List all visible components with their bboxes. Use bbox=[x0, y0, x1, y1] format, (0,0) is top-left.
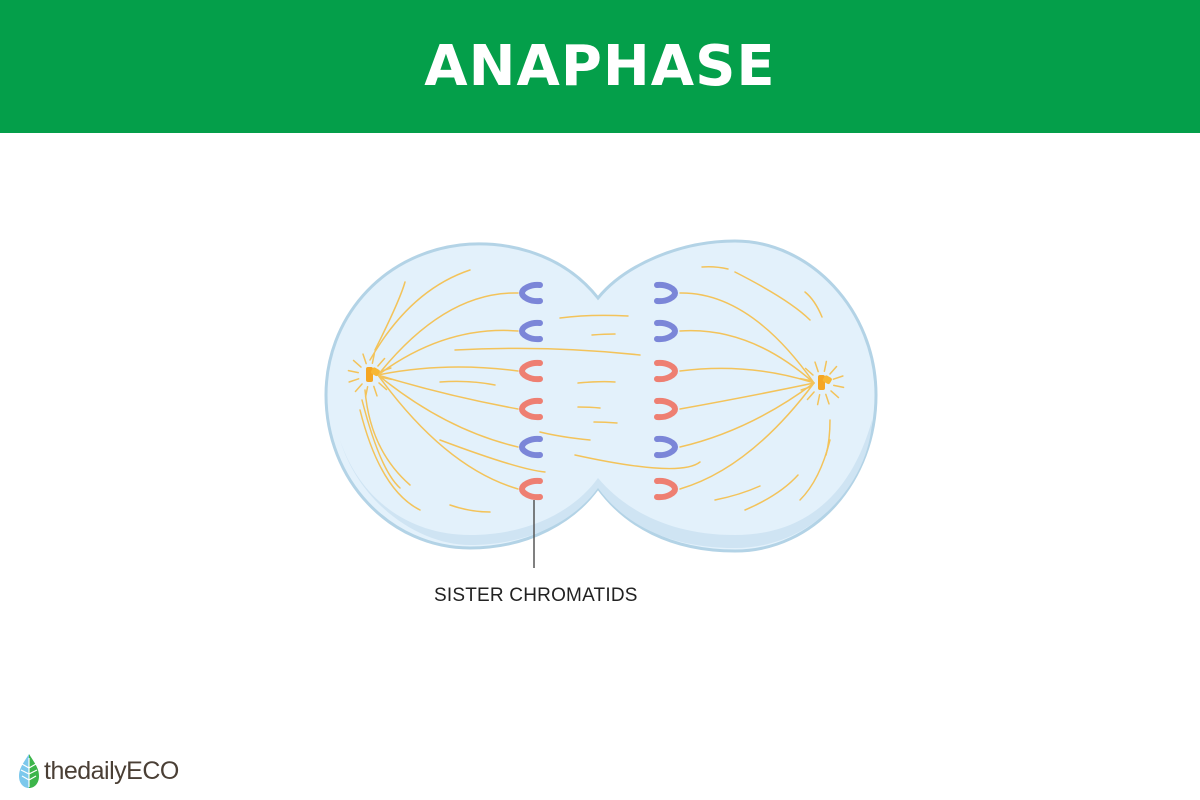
aster-ray bbox=[829, 365, 838, 375]
aster-ray bbox=[833, 384, 845, 389]
aster-ray bbox=[832, 375, 844, 380]
spindle-fiber bbox=[591, 333, 616, 336]
aster-ray bbox=[362, 353, 367, 365]
page-title: ANAPHASE bbox=[424, 34, 776, 99]
spindle-fiber bbox=[734, 271, 811, 321]
chromatid-blue bbox=[654, 281, 679, 305]
cell-membrane bbox=[324, 239, 878, 553]
spindle-fiber bbox=[679, 329, 815, 384]
chromatid-red bbox=[518, 397, 543, 421]
aster-ray bbox=[381, 376, 393, 381]
spindle-fiber bbox=[377, 374, 519, 410]
chromatid-blue bbox=[518, 281, 543, 305]
spindle-fiber bbox=[679, 367, 815, 384]
aster-ray bbox=[804, 367, 814, 376]
spindle-fiber bbox=[577, 380, 616, 384]
spindle-fiber bbox=[377, 292, 519, 376]
aster-ray bbox=[830, 390, 840, 399]
chromatid-red bbox=[518, 359, 543, 383]
aster-ray bbox=[371, 352, 376, 364]
aster-ray bbox=[814, 361, 819, 373]
chromatid-blue bbox=[654, 319, 679, 343]
aster-ray bbox=[816, 394, 821, 406]
aster-ray bbox=[825, 393, 830, 405]
spindle-fiber bbox=[679, 382, 815, 448]
chromatid-red bbox=[654, 397, 679, 421]
aster-ray bbox=[377, 357, 386, 367]
spindle-fiber bbox=[374, 281, 406, 351]
chromatid-blue bbox=[654, 435, 679, 459]
spindle-fiber bbox=[574, 454, 701, 470]
spindle-fiber bbox=[377, 374, 519, 490]
spindle-fiber bbox=[454, 347, 641, 356]
leaf-drop-icon bbox=[19, 754, 39, 788]
chromatid-blue bbox=[518, 435, 543, 459]
title-banner: ANAPHASE bbox=[0, 0, 1200, 133]
spindle-fibers bbox=[347, 266, 845, 513]
spindle-fiber bbox=[593, 421, 618, 424]
spindle-fiber bbox=[377, 374, 519, 448]
chromatids bbox=[518, 281, 679, 501]
centrosome-icon bbox=[366, 367, 380, 382]
aster-ray bbox=[806, 391, 815, 401]
brand-name: thedailyECO bbox=[44, 756, 179, 785]
spindle-fiber bbox=[679, 382, 815, 410]
spindle-fiber bbox=[361, 399, 401, 489]
spindle-fiber bbox=[364, 389, 411, 486]
brand-logo[interactable]: thedailyECO bbox=[18, 754, 179, 788]
aster-ray bbox=[800, 386, 812, 391]
spindle-fiber bbox=[559, 314, 629, 319]
spindle-fiber bbox=[701, 266, 729, 270]
cell bbox=[324, 239, 878, 553]
chromatid-red bbox=[654, 359, 679, 383]
spindle-fiber bbox=[744, 474, 799, 511]
spindle-fiber bbox=[369, 269, 471, 361]
spindle-fiber bbox=[679, 292, 815, 384]
aster-ray bbox=[347, 369, 359, 374]
aster-ray bbox=[354, 383, 363, 393]
spindle-fiber bbox=[714, 485, 761, 501]
aster-ray bbox=[799, 377, 811, 382]
spindle-fiber bbox=[449, 504, 491, 513]
spindle-fiber bbox=[439, 439, 546, 473]
spindle-fiber bbox=[377, 366, 519, 376]
aster-ray bbox=[380, 367, 392, 372]
chromatid-blue bbox=[518, 319, 543, 343]
spindle-fiber bbox=[439, 380, 496, 386]
spindle-fiber bbox=[825, 419, 831, 456]
aster-ray bbox=[823, 360, 828, 372]
spindle-fiber bbox=[359, 409, 421, 511]
spindle-fiber bbox=[577, 406, 601, 409]
spindle-fiber bbox=[679, 382, 815, 490]
spindle-fiber bbox=[377, 329, 519, 376]
aster-ray bbox=[378, 382, 388, 391]
sister-chromatids-label: SISTER CHROMATIDS bbox=[434, 585, 638, 606]
centrosome-icon bbox=[818, 375, 832, 390]
chromatid-red bbox=[518, 477, 543, 501]
centrosomes bbox=[366, 367, 832, 390]
aster-ray bbox=[352, 359, 362, 368]
aster-ray bbox=[373, 385, 378, 397]
aster-ray bbox=[364, 386, 369, 398]
spindle-fiber bbox=[804, 291, 823, 318]
aster-ray bbox=[348, 378, 360, 383]
spindle-fiber bbox=[539, 431, 591, 441]
chromatid-red bbox=[654, 477, 679, 501]
